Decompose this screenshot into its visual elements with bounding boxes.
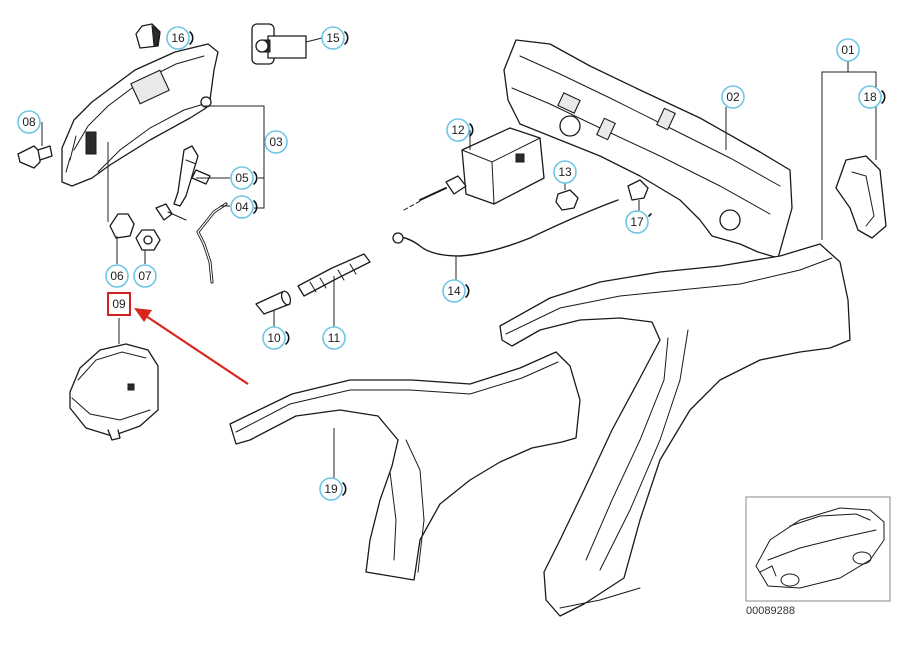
callout-03: 03 [264, 130, 288, 154]
rear-crossmember [503, 39, 793, 259]
callout-11: 11 [322, 326, 346, 350]
callout-19: 19 [319, 477, 347, 501]
highlighted-part-number: 09 [112, 297, 126, 311]
retaining-clip [627, 179, 649, 201]
callout-18-label: 18 [863, 90, 877, 104]
highlighted-part-label: 09 [107, 292, 131, 316]
callout-01-label: 01 [841, 43, 855, 57]
release-lever [155, 145, 211, 221]
side-bracket [835, 155, 887, 239]
callout-06-label: 06 [110, 269, 124, 283]
guide-sleeve [255, 290, 292, 315]
small-cap [135, 23, 161, 49]
hex-nut [135, 229, 161, 251]
callout-08: 08 [17, 110, 41, 134]
fuel-filler-cap [69, 343, 159, 441]
callout-16: 16 [166, 26, 194, 50]
callout-17: 17 [625, 210, 652, 234]
side-panel-left [229, 351, 581, 581]
callout-03-label: 03 [269, 135, 283, 149]
callout-13-label: 13 [558, 165, 572, 179]
push-pin [17, 145, 53, 169]
callout-06: 06 [105, 264, 129, 288]
callout-01: 01 [836, 38, 860, 62]
grommet [109, 213, 135, 239]
callout-02-label: 02 [726, 90, 740, 104]
callout-15-label: 15 [326, 31, 340, 45]
callout-12: 12 [446, 118, 474, 142]
callout-04: 04 [230, 195, 258, 219]
callout-08-label: 08 [22, 115, 36, 129]
pointer-arrow [134, 308, 249, 385]
callout-12-label: 12 [451, 123, 465, 137]
callout-15: 15 [321, 26, 349, 50]
side-panel-right [499, 243, 851, 617]
vehicle-thumbnail [745, 496, 891, 602]
callout-07: 07 [133, 264, 157, 288]
callout-04-label: 04 [235, 200, 249, 214]
callout-11-label: 11 [328, 331, 341, 345]
callout-14-label: 14 [447, 284, 461, 298]
callout-17-label: 17 [630, 215, 644, 229]
callout-10: 10 [262, 326, 290, 350]
mounting-bolt [555, 189, 579, 211]
callout-18: 18 [858, 85, 886, 109]
reference-number: 00089288 [746, 605, 795, 617]
lock-actuator [419, 127, 545, 205]
callout-14: 14 [442, 279, 470, 303]
actuator-plug [251, 23, 307, 65]
callout-16-label: 16 [171, 31, 185, 45]
fuel-flap-housing [61, 43, 219, 187]
callout-19-label: 19 [324, 482, 338, 496]
callout-10-label: 10 [267, 331, 281, 345]
callout-05: 05 [230, 166, 258, 190]
guide-pin [297, 253, 371, 297]
callout-07-label: 07 [138, 269, 152, 283]
leader-lines [41, 37, 877, 480]
release-cable [392, 199, 619, 257]
callout-02: 02 [721, 85, 745, 109]
wire-rod [196, 202, 228, 284]
callout-13: 13 [553, 160, 577, 184]
callout-05-label: 05 [235, 171, 249, 185]
